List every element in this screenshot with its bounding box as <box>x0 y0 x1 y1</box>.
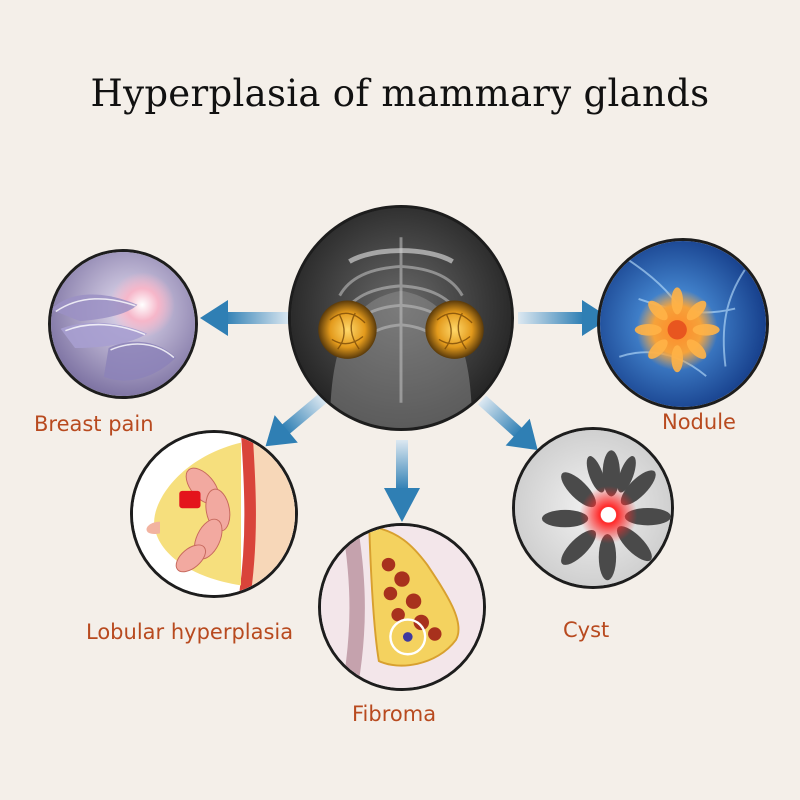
label-cyst: Cyst <box>563 618 610 642</box>
arrow-to-nodule <box>518 300 610 336</box>
nodule-image <box>597 238 769 410</box>
label-lobular-hyperplasia: Lobular hyperplasia <box>86 620 294 644</box>
arrow-to-lobular-hyperplasia <box>265 393 327 447</box>
label-breast-pain: Breast pain <box>34 412 154 436</box>
cyst-image <box>512 427 674 589</box>
center-chest-xray-image <box>288 205 514 431</box>
label-nodule: Nodule <box>662 410 736 434</box>
breast-pain-image <box>48 249 198 399</box>
fibroma-image <box>318 523 486 691</box>
diagram-title: Hyperplasia of mammary glands <box>90 72 710 115</box>
label-fibroma: Fibroma <box>352 702 437 726</box>
arrow-to-breast-pain <box>200 300 290 336</box>
arrow-to-fibroma <box>384 440 420 522</box>
arrow-to-cyst <box>477 395 538 451</box>
lobular-hyperplasia-image <box>130 430 298 598</box>
